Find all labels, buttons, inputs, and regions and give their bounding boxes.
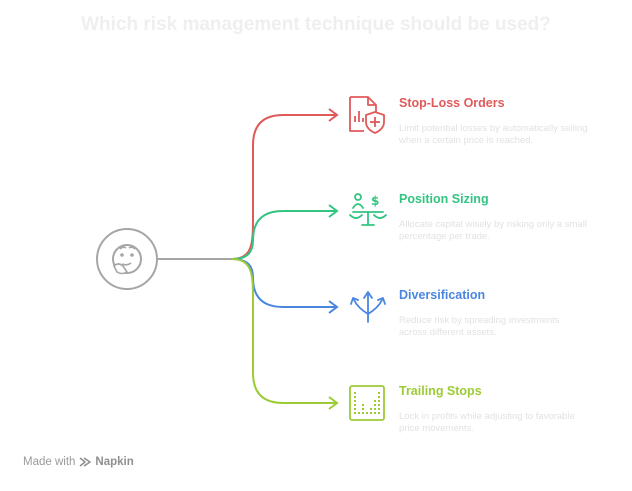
branch-position-sizing (231, 210, 336, 260)
option-title-trailing-stops: Trailing Stops (399, 384, 482, 398)
option-title-position-sizing: Position Sizing (399, 192, 489, 206)
thinking-face-icon (96, 228, 158, 290)
option-desc-position-sizing: Allocate capital wisely by risking only … (399, 219, 587, 242)
napkin-logo-icon (79, 457, 92, 467)
option-desc-stop-loss: Limit potential losses by automatically … (399, 123, 588, 146)
svg-text:$: $ (371, 194, 379, 208)
branch-trailing-stops (231, 258, 336, 404)
made-with-label: Made with (23, 456, 76, 468)
balance-scale-icon: $ (349, 193, 387, 226)
page-title: Which risk management technique should b… (81, 14, 551, 35)
option-title-stop-loss: Stop-Loss Orders (399, 96, 505, 110)
option-title-diversification: Diversification (399, 288, 486, 302)
diverging-arrows-icon (350, 291, 386, 323)
arrow-head-diversification (328, 300, 339, 314)
footer-watermark: Made with Napkin (23, 456, 134, 468)
option-desc-diversification: Reduce risk by spreading investments acr… (399, 315, 560, 338)
option-desc-trailing-stops: Lock in profits while adjusting to favor… (399, 411, 575, 434)
arrow-head-position-sizing (328, 204, 339, 218)
arrow-head-stop-loss (328, 108, 339, 122)
brand-name: Napkin (95, 456, 134, 468)
arrow-head-trailing-stops (328, 396, 339, 410)
branch-stop-loss (231, 114, 336, 260)
document-shield-icon (349, 96, 385, 134)
dot-chart-icon (349, 385, 385, 421)
